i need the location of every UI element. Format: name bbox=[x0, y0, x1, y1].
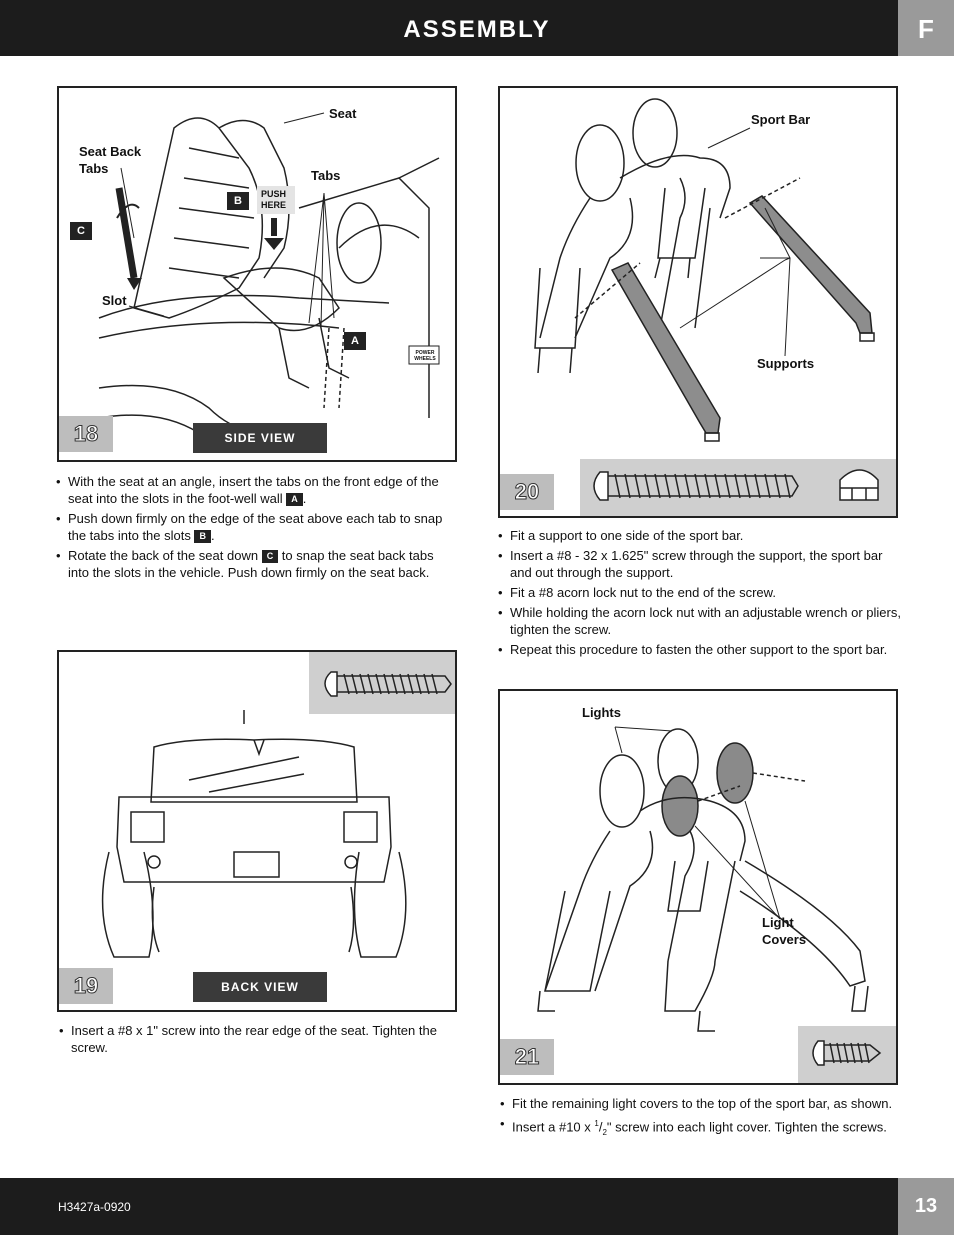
callout-slot: Slot bbox=[102, 293, 127, 308]
seat-back-view-illustration bbox=[101, 671, 452, 958]
inline-badge-b: B bbox=[194, 530, 211, 544]
callout-lights: Lights bbox=[582, 705, 621, 720]
step-number-18: 18 bbox=[59, 416, 113, 452]
badge-a: A bbox=[344, 332, 366, 350]
page-title: ASSEMBLY bbox=[403, 16, 551, 43]
push-here-line2: HERE bbox=[261, 200, 287, 210]
step-20-panel: Sport Bar Supports 20 bbox=[498, 86, 898, 518]
step-20-instruction: Repeat this procedure to fasten the othe… bbox=[498, 641, 906, 658]
step-19-panel: 19 BACK VIEW bbox=[57, 650, 457, 1012]
step-18-panel: Seat Seat Back Tabs Tabs Slot PUSH HERE … bbox=[57, 86, 457, 462]
step-21-panel: Lights Light Covers 21 bbox=[498, 689, 898, 1085]
step-19-instructions: Insert a #8 x 1" screw into the rear edg… bbox=[59, 1022, 439, 1059]
badge-c: C bbox=[70, 222, 92, 240]
section-tab: F bbox=[898, 0, 954, 56]
light-covers-illustration bbox=[537, 726, 882, 1066]
callout-supports: Supports bbox=[757, 356, 815, 371]
step-number-21: 21 bbox=[500, 1039, 554, 1075]
page-header-bar bbox=[0, 0, 954, 56]
page-footer-bar bbox=[0, 1178, 954, 1235]
callout-sport-bar: Sport Bar bbox=[751, 112, 811, 127]
callout-light-covers-line1: Light bbox=[762, 915, 794, 930]
badge-b: B bbox=[227, 192, 249, 210]
step-18-instruction: With the seat at an angle, insert the ta… bbox=[56, 473, 448, 507]
step-20-instruction: Insert a #8 - 32 x 1.625" screw through … bbox=[498, 547, 906, 581]
step-21-instructions: Fit the remaining light covers to the to… bbox=[500, 1095, 908, 1144]
step-number-19: 19 bbox=[59, 968, 113, 1004]
seat-side-view-illustration bbox=[98, 112, 440, 436]
sport-bar-supports-illustration bbox=[534, 98, 879, 501]
power-wheels-logo: POWER WHEELS bbox=[414, 350, 436, 362]
step-18-instruction: Push down firmly on the edge of the seat… bbox=[56, 510, 448, 544]
inline-badge-c: C bbox=[261, 550, 279, 564]
step-18-instruction: Rotate the back of the seat down C to sn… bbox=[56, 547, 448, 581]
inline-badge-a: A bbox=[286, 493, 303, 507]
step-21-instruction: Insert a #10 x 1/2" screw into each ligh… bbox=[500, 1115, 908, 1141]
callout-seat-back-tabs-line1: Seat Back bbox=[79, 144, 142, 159]
callout-light-covers-line2: Covers bbox=[762, 932, 807, 947]
step-19-instruction: Insert a #8 x 1" screw into the rear edg… bbox=[59, 1022, 439, 1056]
step-20-instruction: While holding the acorn lock nut with an… bbox=[498, 604, 906, 638]
step-number-20: 20 bbox=[500, 474, 554, 510]
step-20-instructions: Fit a support to one side of the sport b… bbox=[498, 527, 906, 661]
view-label-back: BACK VIEW bbox=[193, 972, 327, 1002]
step-21-instruction: Fit the remaining light covers to the to… bbox=[500, 1095, 908, 1112]
page-number: 13 bbox=[898, 1178, 954, 1235]
push-here-label bbox=[257, 186, 295, 214]
step-20-instruction: Fit a support to one side of the sport b… bbox=[498, 527, 906, 544]
view-label-side: SIDE VIEW bbox=[193, 423, 327, 453]
step-18-instructions: With the seat at an angle, insert the ta… bbox=[56, 473, 448, 584]
callout-seat-back-tabs-line2: Tabs bbox=[79, 161, 109, 176]
callout-seat: Seat bbox=[329, 106, 357, 121]
step-20-instruction: Fit a #8 acorn lock nut to the end of th… bbox=[498, 584, 906, 601]
push-here-line1: PUSH bbox=[261, 189, 287, 199]
document-code: H3427a-0920 bbox=[58, 1200, 131, 1214]
callout-tabs: Tabs bbox=[311, 168, 341, 183]
